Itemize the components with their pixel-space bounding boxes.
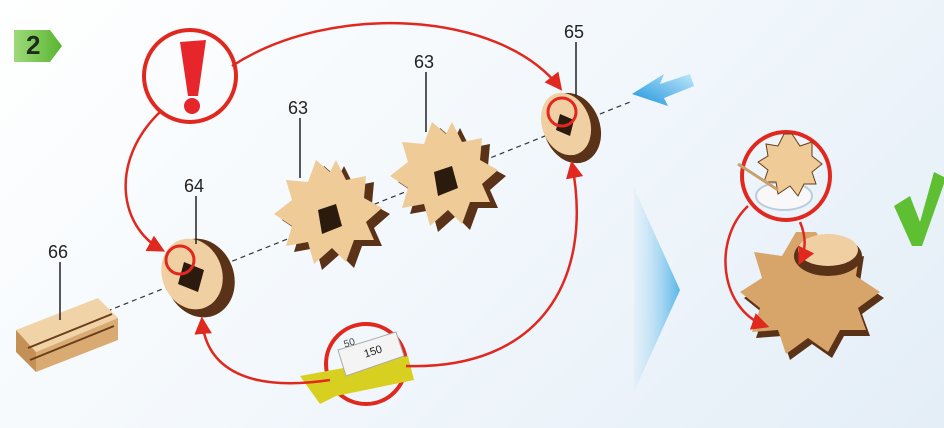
- flow-arrow-glue-side: [724, 205, 770, 330]
- sandpaper-icon: [300, 322, 414, 406]
- part-64-detail-circle: [164, 244, 196, 276]
- part-label-63-a: 63: [288, 98, 309, 118]
- flow-arrow-left: [124, 111, 166, 252]
- part-64: [161, 196, 235, 318]
- flow-arrow-glue-top: [798, 221, 815, 266]
- part-label-65: 65: [564, 22, 585, 42]
- part-label-63-b: 63: [414, 52, 435, 72]
- flow-arrow-top: [231, 21, 563, 91]
- part-66: [16, 262, 118, 372]
- flow-arrow-bottom-left: [194, 316, 331, 385]
- checkmark-icon: [894, 172, 944, 246]
- direction-arrow-icon: [632, 74, 694, 106]
- glue-icon: [737, 130, 832, 222]
- step-badge: [14, 30, 62, 62]
- part-label-66: 66: [48, 242, 69, 262]
- part-65: [540, 42, 602, 164]
- next-step-chevron-icon: [634, 188, 680, 392]
- part-63-b: [390, 72, 506, 232]
- assembled-gear: [740, 232, 884, 360]
- part-65-detail-circle: [546, 96, 578, 128]
- step-number: 2: [26, 30, 41, 60]
- part-label-64: 64: [184, 176, 205, 196]
- flow-arrow-bottom-right: [405, 160, 584, 368]
- exclamation-icon: [142, 28, 238, 124]
- part-63-a: [274, 118, 390, 270]
